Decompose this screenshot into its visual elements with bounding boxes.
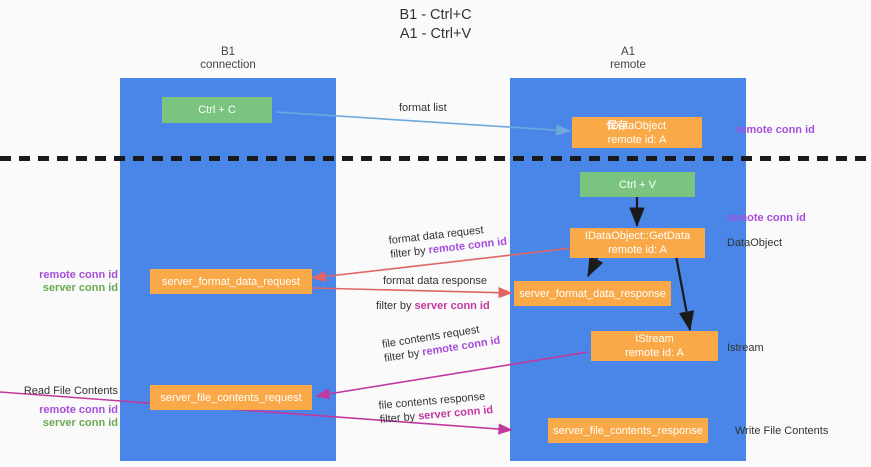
arrow-format-data-response	[311, 287, 513, 299]
edge-label-format-list: format list	[399, 102, 447, 114]
annotation-read-file-contents: Read File Contents	[23, 385, 118, 397]
box-server-file-contents-response-label: server_file_contents_response	[553, 424, 703, 437]
filter-prefix: filter by	[389, 244, 430, 261]
box-idataobject[interactable]: IDataObject 保存 remote id: A	[572, 117, 702, 148]
box-idataobject-getdata[interactable]: IDataObject::GetData remote id: A	[570, 228, 705, 258]
box-istream-line1: IStream	[635, 333, 674, 345]
annotation-left-remote-conn-id-mid: remote conn id	[39, 269, 118, 281]
box-server-format-data-request[interactable]: server_format_data_request	[150, 269, 312, 294]
lane-header-a1-sub: remote	[610, 59, 646, 71]
edge-label-format-data-response-filter: filter by server conn id	[376, 299, 490, 313]
box-server-format-data-response[interactable]: server_format_data_response	[514, 281, 671, 306]
box-istream-line2: remote id: A	[625, 347, 684, 359]
box-ctrl-c-label: Ctrl + C	[198, 104, 236, 116]
box-server-file-contents-response[interactable]: server_file_contents_response	[548, 418, 708, 443]
title-line-2: A1 - Ctrl+V	[399, 26, 472, 42]
annotation-left-server-conn-id-bottom: server conn id	[42, 417, 118, 429]
box-istream[interactable]: IStream remote id: A	[591, 331, 718, 361]
phase-divider	[0, 156, 871, 161]
box-ctrl-v[interactable]: Ctrl + V	[580, 172, 695, 197]
box-idataobject-getdata-line1: IDataObject::GetData	[584, 230, 691, 242]
box-idataobject-overlay-text: 保存	[605, 119, 628, 132]
lane-header-b1-name: B1	[220, 46, 236, 58]
box-server-file-contents-request[interactable]: server_file_contents_request	[150, 385, 312, 410]
box-server-format-data-response-label: server_format_data_response	[519, 287, 666, 300]
annotation-left-remote-conn-id-bottom: remote conn id	[39, 404, 118, 416]
edge-label-format-data-response: format data response	[383, 275, 487, 287]
lane-header-b1-sub: connection	[200, 59, 256, 71]
box-idataobject-line2: remote id: A	[607, 133, 667, 146]
box-ctrl-c[interactable]: Ctrl + C	[162, 97, 272, 123]
annotation-remote-conn-id-mid: remote conn id	[727, 212, 806, 224]
lane-header-a1-name: A1	[620, 46, 636, 58]
box-server-file-contents-request-label: server_file_contents_request	[160, 391, 302, 404]
box-idataobject-line1: IDataObject	[607, 119, 667, 132]
page-title: B1 - Ctrl+C A1 - Ctrl+V	[0, 6, 871, 44]
annotation-left-server-conn-id-mid: server conn id	[42, 282, 118, 294]
box-ctrl-v-label: Ctrl + V	[619, 178, 656, 191]
annotation-istream: Istream	[727, 342, 764, 354]
lane-header-a1: A1 remote	[510, 46, 746, 72]
box-server-format-data-request-label: server_format_data_request	[161, 275, 301, 288]
annotation-write-file-contents: Write File Contents	[735, 425, 829, 437]
title-line-1: B1 - Ctrl+C	[399, 7, 472, 23]
lane-header-b1: B1 connection	[120, 46, 336, 72]
filter-key-server-conn-id: server conn id	[414, 300, 490, 312]
filter-prefix: filter by	[376, 300, 415, 312]
annotation-remote-conn-id-top: remote conn id	[736, 124, 815, 136]
filter-prefix: filter by	[379, 410, 419, 426]
box-idataobject-getdata-line2: remote id: A	[608, 244, 667, 256]
annotation-dataobject: DataObject	[727, 237, 783, 249]
